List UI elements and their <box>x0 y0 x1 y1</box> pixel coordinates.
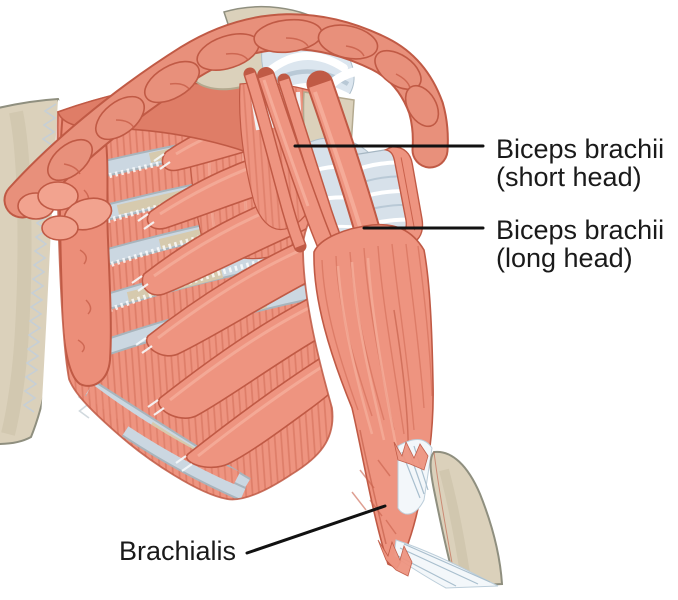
pectoral-arch-muscles <box>3 13 449 241</box>
labels: Biceps brachii (short head) Biceps brach… <box>119 134 664 566</box>
biceps-tendon <box>393 439 433 515</box>
brachialis-fibers <box>351 459 397 535</box>
label-brachialis: Brachialis <box>119 536 236 566</box>
label-biceps-long-line1: Biceps brachii <box>496 215 664 245</box>
upper-arm-muscle <box>313 223 434 570</box>
label-biceps-short-line2: (short head) <box>496 162 642 192</box>
leader-line-brachialis <box>245 504 387 555</box>
cut-muscle-lumps <box>17 181 113 241</box>
brachialis-insertion-tendon <box>377 539 499 589</box>
brachialis-muscle-tip <box>377 539 413 577</box>
label-biceps-long-line2: (long head) <box>496 243 633 273</box>
label-biceps-short-line1: Biceps brachii <box>496 134 664 164</box>
